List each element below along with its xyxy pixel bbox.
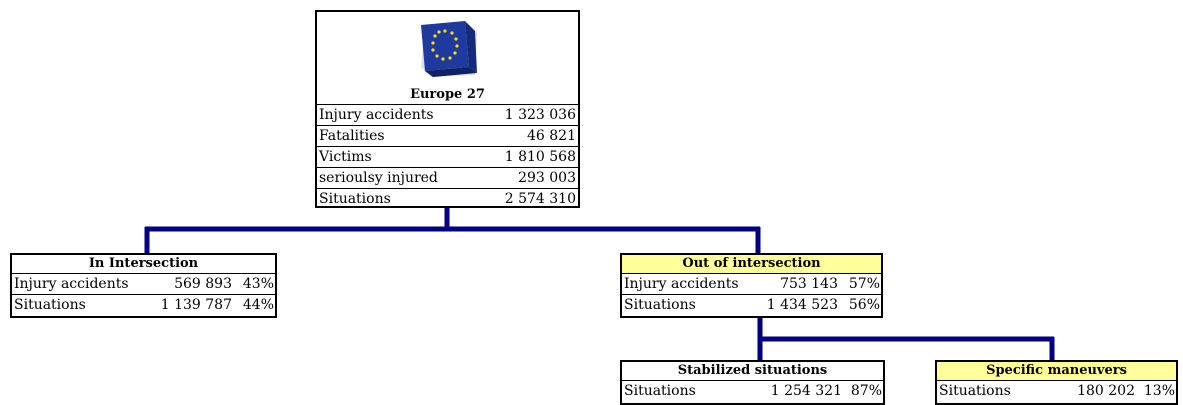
in-intersection-title: In Intersection: [12, 255, 275, 274]
stabilized-situations-title: Stabilized situations: [622, 362, 883, 381]
row-value: 293 003: [518, 170, 576, 186]
out-of-intersection-row-situations: Situations 1 434 523 56%: [622, 294, 881, 315]
row-percent: 57%: [848, 276, 880, 292]
in-intersection-row-situations: Situations 1 139 787 44%: [12, 294, 275, 315]
row-label: Victims: [319, 149, 372, 165]
row-label: serioulsy injured: [319, 170, 438, 186]
specific-maneuvers-title: Specific maneuvers: [937, 362, 1176, 381]
row-value: 1 139 787: [160, 297, 232, 313]
row-value: 1 434 523: [766, 297, 838, 313]
row-label: Situations: [939, 383, 1011, 399]
row-percent: 87%: [850, 383, 882, 399]
europe-27-box: Europe 27 Injury accidents 1 323 036 Fat…: [315, 10, 580, 208]
row-percent: 43%: [242, 276, 274, 292]
row-value: 1 810 568: [504, 149, 576, 165]
main-row-injury-accidents: Injury accidents 1 323 036: [317, 105, 578, 125]
europe-27-title: Europe 27: [410, 87, 485, 102]
row-percent: 13%: [1143, 383, 1175, 399]
row-label: Fatalities: [319, 128, 385, 144]
main-row-victims: Victims 1 810 568: [317, 146, 578, 167]
row-value: 1 323 036: [504, 107, 576, 123]
specific-maneuvers-box: Specific maneuvers Situations 180 202 13…: [935, 360, 1178, 405]
row-label: Situations: [319, 191, 391, 207]
europe-27-header: Europe 27: [317, 12, 578, 105]
in-intersection-box: In Intersection Injury accidents 569 893…: [10, 253, 277, 318]
row-percent: 44%: [242, 297, 274, 313]
row-value: 569 893: [174, 276, 232, 292]
specific-row-situations: Situations 180 202 13%: [937, 381, 1176, 401]
row-value: 2 574 310: [504, 191, 576, 207]
eu-flag-cube-icon: [421, 21, 477, 77]
row-label: Injury accidents: [14, 276, 129, 292]
row-value: 753 143: [780, 276, 838, 292]
stabilized-row-situations: Situations 1 254 321 87%: [622, 381, 883, 401]
row-value: 180 202: [1077, 383, 1135, 399]
row-label: Situations: [14, 297, 86, 313]
row-label: Situations: [624, 297, 696, 313]
row-value: 1 254 321: [770, 383, 842, 399]
row-label: Situations: [624, 383, 696, 399]
out-of-intersection-title: Out of intersection: [622, 255, 881, 274]
row-percent: 56%: [848, 297, 880, 313]
in-intersection-row-injury-accidents: Injury accidents 569 893 43%: [12, 274, 275, 294]
row-value: 46 821: [527, 128, 576, 144]
row-label: Injury accidents: [624, 276, 739, 292]
main-row-seriously-injured: serioulsy injured 293 003: [317, 167, 578, 188]
out-of-intersection-row-injury-accidents: Injury accidents 753 143 57%: [622, 274, 881, 294]
main-row-situations: Situations 2 574 310: [317, 188, 578, 209]
stabilized-situations-box: Stabilized situations Situations 1 254 3…: [620, 360, 885, 405]
main-row-fatalities: Fatalities 46 821: [317, 125, 578, 146]
row-label: Injury accidents: [319, 107, 434, 123]
out-of-intersection-box: Out of intersection Injury accidents 753…: [620, 253, 883, 318]
